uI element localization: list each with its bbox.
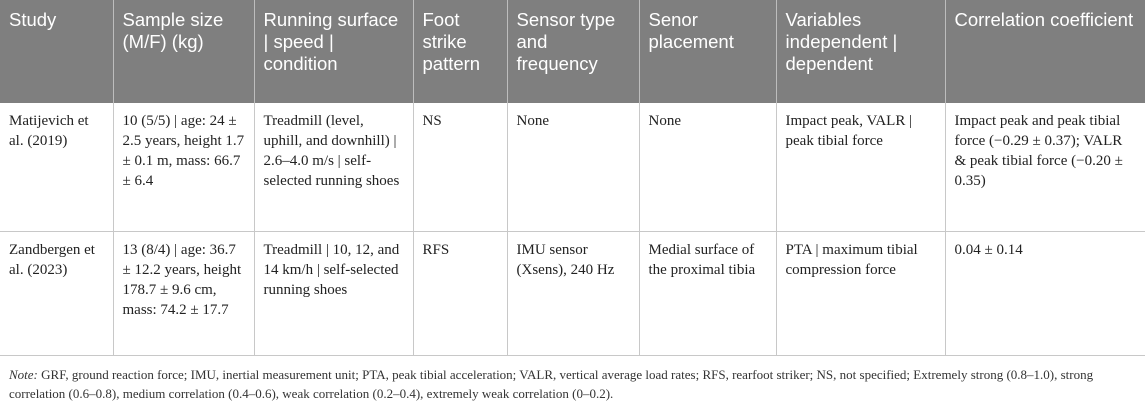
- cell-foot-strike: NS: [412, 103, 507, 232]
- cell-sensor-placement: Medial surface of the proximal tibia: [638, 231, 776, 356]
- table-row: Matijevich et al. (2019) 10 (5/5) | age:…: [0, 103, 1145, 232]
- header-sensor-type: Sensor type and frequency: [506, 0, 639, 103]
- cell-sensor-type: IMU sensor (Xsens), 240 Hz: [506, 231, 639, 356]
- cell-running-surface: Treadmill (level, uphill, and downhill) …: [253, 103, 413, 232]
- cell-correlation: 0.04 ± 0.14: [944, 231, 1145, 356]
- cell-study: Matijevich et al. (2019): [0, 103, 113, 232]
- table-row: Zandbergen et al. (2023) 13 (8/4) | age:…: [0, 231, 1145, 356]
- cell-variables: Impact peak, VALR | peak tibial force: [775, 103, 945, 232]
- cell-variables: PTA | maximum tibial compression force: [775, 231, 945, 356]
- table-footnote: Note: GRF, ground reaction force; IMU, i…: [9, 365, 1137, 403]
- header-sensor-placement: Senor placement: [638, 0, 776, 103]
- cell-foot-strike: RFS: [412, 231, 507, 356]
- header-row: Study Sample size (M/F) (kg) Running sur…: [0, 0, 1145, 103]
- note-label: Note:: [9, 367, 38, 382]
- header-correlation: Correlation coefficient: [944, 0, 1145, 103]
- header-sample-size: Sample size (M/F) (kg): [112, 0, 254, 103]
- cell-sample-size: 13 (8/4) | age: 36.7 ± 12.2 years, heigh…: [112, 231, 254, 356]
- header-running-surface: Running surface | speed | condition: [253, 0, 413, 103]
- study-table: Study Sample size (M/F) (kg) Running sur…: [0, 0, 1145, 356]
- cell-sensor-placement: None: [638, 103, 776, 232]
- note-text: GRF, ground reaction force; IMU, inertia…: [9, 367, 1094, 401]
- cell-running-surface: Treadmill | 10, 12, and 14 km/h | self-s…: [253, 231, 413, 356]
- header-foot-strike: Foot strike pattern: [412, 0, 507, 103]
- cell-sample-size: 10 (5/5) | age: 24 ± 2.5 years, height 1…: [112, 103, 254, 232]
- cell-correlation: Impact peak and peak tibial force (−0.29…: [944, 103, 1145, 232]
- cell-sensor-type: None: [506, 103, 639, 232]
- cell-study: Zandbergen et al. (2023): [0, 231, 113, 356]
- header-study: Study: [0, 0, 113, 103]
- header-variables: Variables independent | dependent: [775, 0, 945, 103]
